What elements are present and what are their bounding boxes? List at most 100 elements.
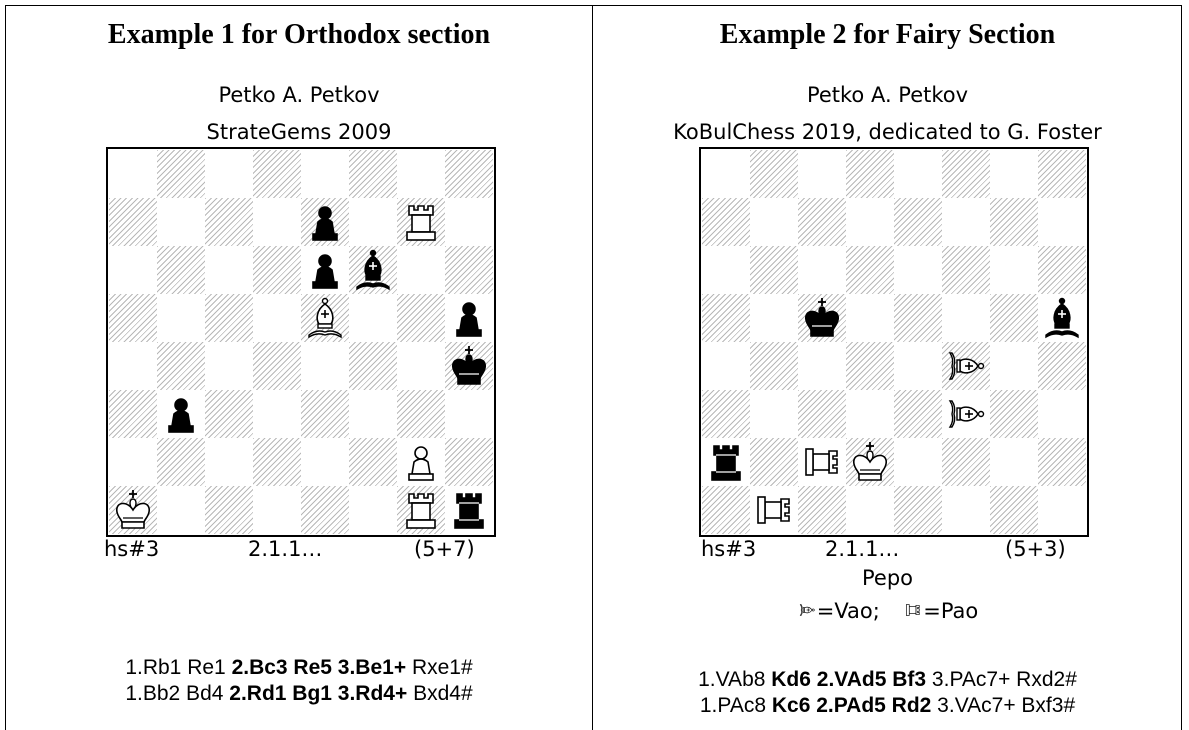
board-square-h7 — [1038, 198, 1086, 246]
fairy-twins: 2.1.1… — [825, 537, 900, 561]
black-rook-icon — [702, 438, 750, 486]
white-king-icon — [109, 486, 157, 534]
black-king-icon — [798, 294, 846, 342]
board-square-h7 — [445, 198, 493, 246]
board-square-f2 — [942, 438, 990, 486]
board-square-f6 — [942, 246, 990, 294]
board-square-a3 — [702, 390, 750, 438]
board-square-a1 — [702, 486, 750, 534]
solution-move-segment: 1.Rb1 Re1 — [125, 656, 232, 679]
board-square-b5 — [157, 294, 205, 342]
board-square-h2 — [1038, 438, 1086, 486]
board-square-c1 — [798, 486, 846, 534]
black-pawn-icon — [301, 198, 349, 246]
board-square-f8 — [942, 150, 990, 198]
orthodox-example-title: Example 1 for Orthodox section — [107, 19, 491, 50]
board-square-f7 — [349, 198, 397, 246]
board-square-e3 — [301, 390, 349, 438]
board-square-c3 — [798, 390, 846, 438]
white-rook-icon — [397, 486, 445, 534]
white-pao-icon — [798, 438, 846, 486]
board-square-h6 — [445, 246, 493, 294]
board-square-e4 — [894, 342, 942, 390]
white-pawn-icon — [397, 438, 445, 486]
board-square-h6 — [1038, 246, 1086, 294]
solution-move-segment: 2.Rd1 Bg1 3.Rd4+ — [229, 682, 408, 705]
black-bishop-icon — [349, 246, 397, 294]
board-square-a6 — [702, 246, 750, 294]
board-square-c1 — [205, 486, 253, 534]
white-bishop-icon — [301, 294, 349, 342]
board-square-d7 — [253, 198, 301, 246]
board-square-a4 — [702, 342, 750, 390]
board-square-h2 — [445, 438, 493, 486]
board-square-a8 — [109, 150, 157, 198]
board-square-d5 — [846, 294, 894, 342]
board-square-g3 — [990, 390, 1038, 438]
board-square-e8 — [301, 150, 349, 198]
solution-move-segment: 3.VAc7+ Bxf3# — [931, 694, 1076, 717]
board-square-a5 — [702, 294, 750, 342]
board-square-h1 — [1038, 486, 1086, 534]
board-square-f4 — [349, 342, 397, 390]
pao-icon — [903, 600, 923, 620]
board-square-e2 — [301, 438, 349, 486]
board-square-b7 — [157, 198, 205, 246]
board-square-g5 — [990, 294, 1038, 342]
board-square-a5 — [109, 294, 157, 342]
black-king-icon — [445, 342, 493, 390]
solution-move-segment: 2.Bc3 Re5 3.Be1+ — [231, 656, 407, 679]
board-square-h3 — [445, 390, 493, 438]
fairy-example-title: Example 2 for Fairy Section — [719, 19, 1056, 50]
board-square-g5 — [397, 294, 445, 342]
board-square-a2 — [109, 438, 157, 486]
board-square-d1 — [253, 486, 301, 534]
board-square-b4 — [750, 342, 798, 390]
board-square-d5 — [253, 294, 301, 342]
black-pawn-icon — [301, 246, 349, 294]
board-square-h4 — [1038, 342, 1086, 390]
board-square-c6 — [798, 246, 846, 294]
board-square-c7 — [798, 198, 846, 246]
black-rook-icon — [445, 486, 493, 534]
white-rook-icon — [397, 198, 445, 246]
board-square-b8 — [750, 150, 798, 198]
board-square-d2 — [253, 438, 301, 486]
board-square-a7 — [109, 198, 157, 246]
board-square-b2 — [750, 438, 798, 486]
fairy-condition-name: Pepo — [861, 566, 913, 590]
solution-move-segment: Kd6 2.VAd5 Bf3 — [771, 668, 927, 691]
board-square-d6 — [253, 246, 301, 294]
board-square-c8 — [205, 150, 253, 198]
board-square-a8 — [702, 150, 750, 198]
black-bishop-icon — [1038, 294, 1086, 342]
board-square-g8 — [397, 150, 445, 198]
black-pawn-icon — [157, 390, 205, 438]
board-square-d3 — [846, 390, 894, 438]
board-square-g4 — [397, 342, 445, 390]
vao-legend-text: =Vao; — [816, 599, 880, 623]
fairy-example-column: Example 2 for Fairy Section Petko A. Pet… — [593, 5, 1182, 730]
board-square-c2 — [205, 438, 253, 486]
board-square-e3 — [894, 390, 942, 438]
board-square-f1 — [942, 486, 990, 534]
board-square-c3 — [205, 390, 253, 438]
orthodox-author: Petko A. Petkov — [218, 83, 380, 107]
board-square-d8 — [253, 150, 301, 198]
board-square-b8 — [157, 150, 205, 198]
solution-move-segment: 1.PAc8 — [699, 694, 772, 717]
board-square-b5 — [750, 294, 798, 342]
board-square-f5 — [942, 294, 990, 342]
fairy-piece-legend: =Vao; =Pao — [593, 599, 1182, 623]
board-square-d8 — [846, 150, 894, 198]
board-square-f5 — [349, 294, 397, 342]
board-square-g3 — [397, 390, 445, 438]
board-square-f2 — [349, 438, 397, 486]
fairy-solution-line-1: 1.VAb8 Kd6 2.VAd5 Bf3 3.PAc7+ Rxd2# — [593, 667, 1182, 692]
board-square-h8 — [1038, 150, 1086, 198]
board-square-d7 — [846, 198, 894, 246]
board-square-b6 — [750, 246, 798, 294]
white-pao-icon — [750, 486, 798, 534]
board-square-d4 — [846, 342, 894, 390]
board-square-b1 — [157, 486, 205, 534]
